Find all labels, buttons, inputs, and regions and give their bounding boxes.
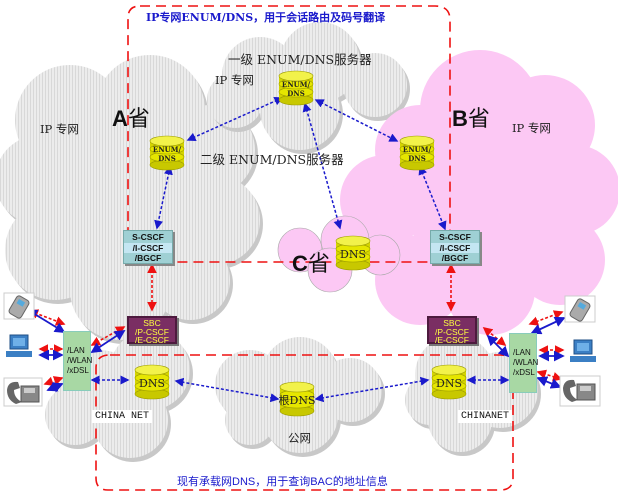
desktop-computer-icon — [570, 339, 596, 362]
province-a-label: A省 — [112, 101, 150, 133]
province-a-cscf-node: S-CSCF /I-CSCF /BGCF — [123, 230, 173, 264]
right-carrier-dns-db: DNS — [431, 364, 467, 400]
cscf-line: S-CSCF — [132, 232, 164, 242]
left-carrier-label: CHINA NET — [92, 410, 153, 423]
access-line: /WLAN — [67, 356, 93, 365]
enum-dns-note: IP专网ENUM/DNS，用于会话路由及码号翻译 — [146, 11, 386, 24]
link-root-to-right-dns — [314, 376, 430, 403]
access-line: /LAN — [67, 346, 85, 355]
second-level-server-label: 二级 ENUM/DNS服务器 — [200, 152, 344, 167]
province-c-suffix: 省 — [307, 252, 330, 277]
right-dns-label: DNS — [436, 377, 462, 390]
mobile-phone-icon — [564, 295, 596, 323]
cscf-line: /I-CSCF — [124, 242, 172, 253]
mobile-phone-icon — [3, 292, 35, 320]
sbc-line: /P-CSCF — [135, 326, 169, 337]
access-line: /xDSL — [67, 366, 89, 375]
link-root-to-left-dns — [174, 377, 280, 403]
cscf-line: S-CSCF — [439, 232, 471, 242]
sbc-line: /E-CSCF — [135, 335, 169, 346]
province-b-cscf-node: S-CSCF /I-CSCF /BGCF — [430, 230, 480, 264]
c-dns-db: DNS — [335, 235, 371, 271]
top-level-network-label: IP 专网 — [215, 73, 254, 87]
link-b-enum-to-cscf — [418, 165, 447, 231]
b-db-line1: ENUM/ — [403, 145, 432, 154]
desk-phone-icon — [3, 377, 43, 407]
access-line: /xDSL — [513, 368, 535, 377]
a-db-line2: DNS — [158, 154, 176, 163]
province-c-letter: C — [292, 251, 308, 276]
left-access-node: /LAN /WLAN /xDSL — [63, 331, 93, 391]
access-line: /LAN — [513, 348, 531, 357]
cscf-line: /I-CSCF — [431, 242, 479, 253]
province-a-cloud — [0, 55, 263, 344]
root-dns-db: 根DNS — [279, 381, 316, 417]
desktop-computer-icon — [6, 334, 32, 357]
sbc-line: SBC — [143, 318, 161, 328]
province-a-network-label: IP 专网 — [40, 122, 79, 136]
top-enum-dns-db: ENUM/ DNS — [278, 70, 314, 106]
province-c-label: C省 — [292, 246, 330, 278]
desk-phone-icon — [559, 375, 601, 407]
public-net-label: 公网 — [288, 431, 311, 445]
top-db-line2: DNS — [287, 89, 305, 98]
province-b-sbc-node: SBC /P-CSCF /E-CSCF — [427, 316, 477, 344]
sbc-line: /P-CSCF — [435, 326, 469, 337]
root-dns-label: 根DNS — [279, 393, 316, 407]
link-top-to-c — [302, 102, 343, 230]
cscf-line: /BGCF — [441, 253, 469, 263]
access-line: /WLAN — [513, 358, 539, 367]
province-b-label: B省 — [452, 101, 490, 133]
sbc-line: SBC — [443, 318, 461, 328]
province-b-suffix: 省 — [467, 107, 490, 132]
right-devices — [559, 295, 601, 407]
province-b-network-label: IP 专网 — [512, 121, 551, 135]
top-level-server-label: 一级 ENUM/DNS服务器 — [228, 52, 372, 67]
left-carrier-dns-db: DNS — [134, 364, 170, 400]
province-a-sbc-node: SBC /P-CSCF /E-CSCF — [127, 316, 177, 344]
sbc-line: /E-CSCF — [435, 335, 469, 346]
left-devices — [3, 292, 43, 407]
c-dns-label: DNS — [340, 248, 366, 261]
link-top-to-a — [186, 96, 284, 142]
b-db-line2: DNS — [408, 154, 426, 163]
left-dns-label: DNS — [139, 377, 165, 390]
link-a-enum-to-cscf — [154, 165, 173, 230]
right-carrier-label: CHINANET — [458, 410, 513, 423]
province-a-suffix: 省 — [127, 107, 150, 132]
right-access-node: /LAN /WLAN /xDSL — [509, 333, 539, 393]
dns-note: 现有承载网DNS，用于查询BAC的地址信息 — [177, 476, 388, 488]
b-enum-dns-db: ENUM/ DNS — [399, 135, 435, 171]
province-b-letter: B — [452, 106, 468, 131]
cscf-line: /BGCF — [134, 253, 162, 263]
a-enum-dns-db: ENUM/ DNS — [149, 135, 185, 171]
a-db-line1: ENUM/ — [153, 145, 182, 154]
top-db-line1: ENUM/ — [282, 80, 311, 89]
enum-dns-boundary — [127, 5, 451, 263]
province-a-letter: A — [112, 106, 128, 131]
